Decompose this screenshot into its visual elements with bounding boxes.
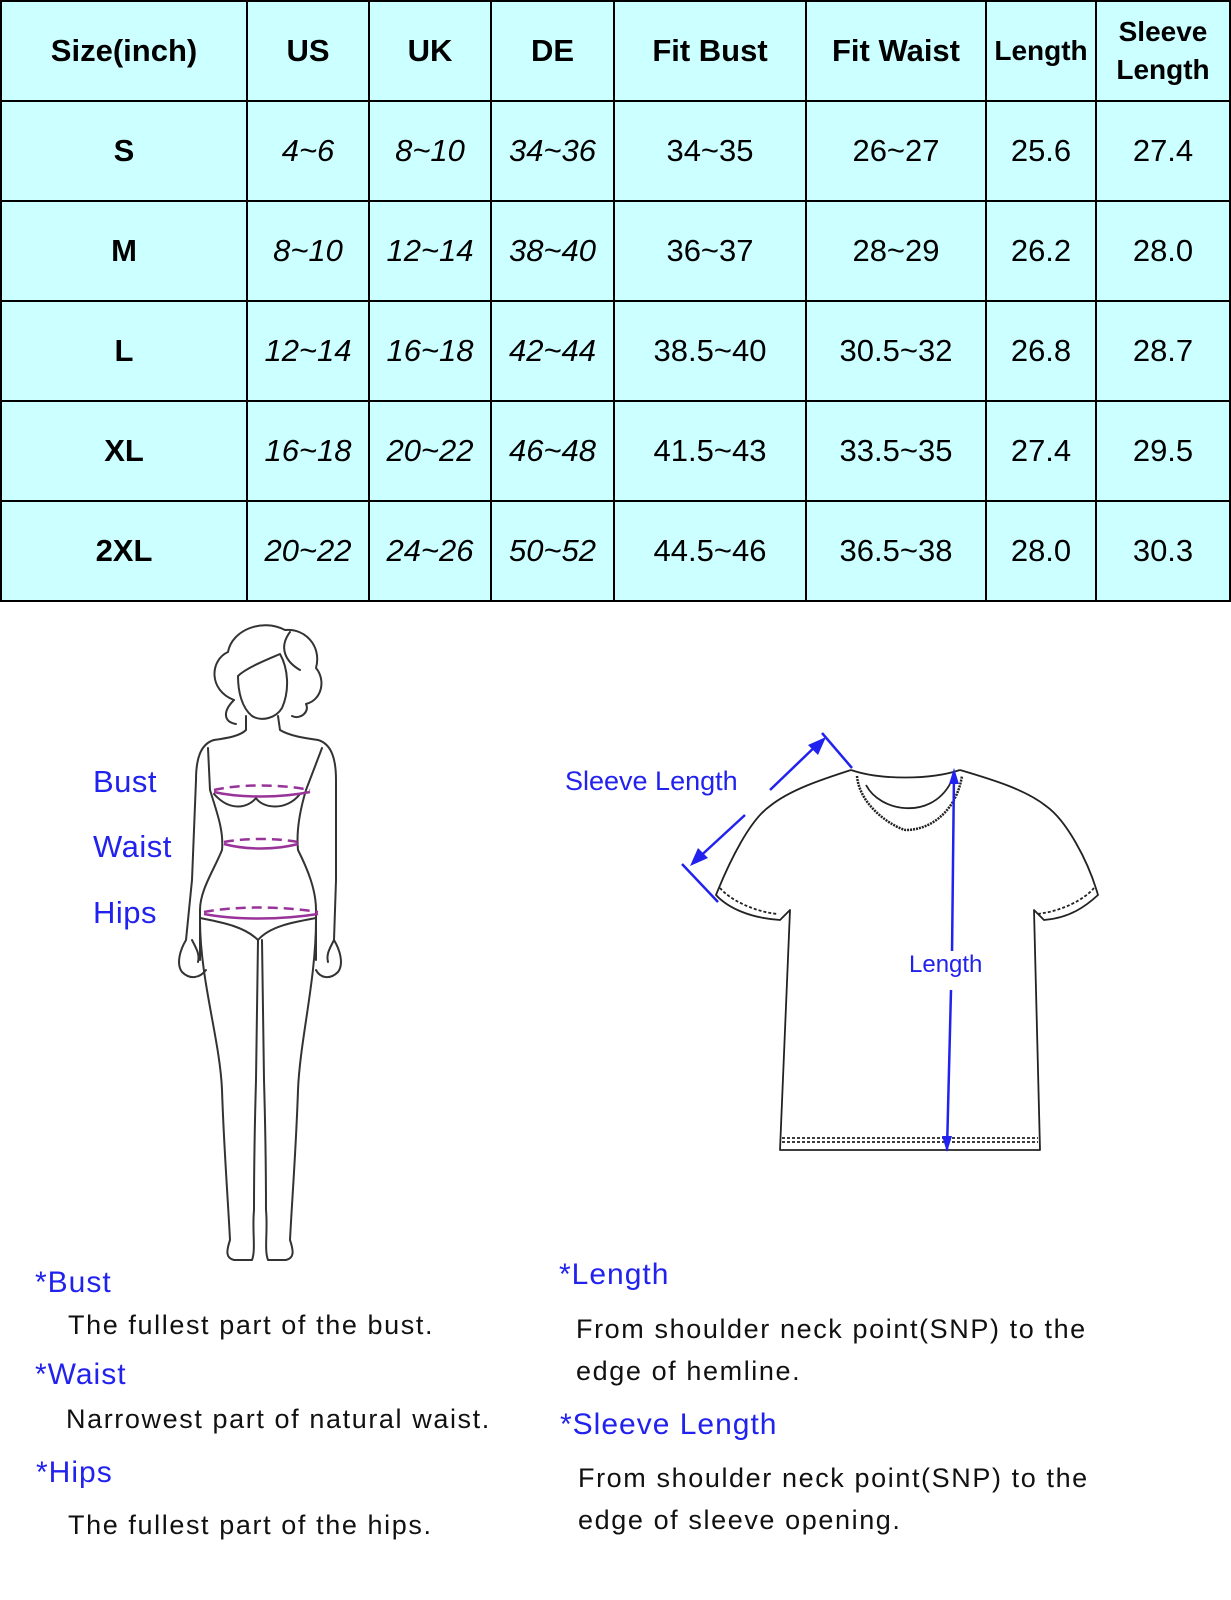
desc-sleeve-line1: From shoulder neck point(SNP) to the	[578, 1463, 1089, 1493]
desc-length-line2: edge of hemline.	[576, 1356, 802, 1386]
header-fit-waist: Fit Waist	[805, 0, 987, 102]
header-uk: UK	[368, 0, 492, 102]
desc-bust: The fullest part of the bust.	[68, 1310, 435, 1340]
table-header-row: Size(inch) US UK DE Fit Bust Fit Waist L…	[0, 0, 1231, 102]
cell-uk: 16~18	[368, 300, 492, 402]
cell-uk: 12~14	[368, 200, 492, 302]
size-chart-table: Size(inch) US UK DE Fit Bust Fit Waist L…	[0, 0, 1231, 602]
cell-length: 25.6	[985, 100, 1097, 202]
cell-fit-bust: 34~35	[613, 100, 807, 202]
cell-size: S	[0, 100, 248, 202]
desc-sleeve-length: From shoulder neck point(SNP) to the edg…	[578, 1457, 1089, 1541]
header-de: DE	[490, 0, 615, 102]
cell-sleeve-length: 28.0	[1095, 200, 1231, 302]
table-row: XL 16~18 20~22 46~48 41.5~43 33.5~35 27.…	[0, 400, 1231, 502]
cell-size: L	[0, 300, 248, 402]
header-fit-bust: Fit Bust	[613, 0, 807, 102]
waist-label: Waist	[93, 829, 172, 864]
cell-length: 26.8	[985, 300, 1097, 402]
table-row: M 8~10 12~14 38~40 36~37 28~29 26.2 28.0	[0, 200, 1231, 302]
cell-us: 8~10	[246, 200, 370, 302]
bust-label: Bust	[93, 764, 158, 799]
cell-fit-bust: 38.5~40	[613, 300, 807, 402]
cell-size: M	[0, 200, 248, 302]
cell-fit-bust: 41.5~43	[613, 400, 807, 502]
cell-fit-bust: 44.5~46	[613, 500, 807, 602]
hips-label: Hips	[93, 895, 158, 930]
table-row: S 4~6 8~10 34~36 34~35 26~27 25.6 27.4	[0, 100, 1231, 202]
table-row: L 12~14 16~18 42~44 38.5~40 30.5~32 26.8…	[0, 300, 1231, 402]
cell-us: 12~14	[246, 300, 370, 402]
cell-sleeve-length: 27.4	[1095, 100, 1231, 202]
cell-size: 2XL	[0, 500, 248, 602]
header-sleeve-line1: Sleeve	[1118, 16, 1208, 47]
cell-us: 4~6	[246, 100, 370, 202]
term-sleeve-length: *Sleeve Length	[560, 1408, 778, 1441]
cell-us: 16~18	[246, 400, 370, 502]
cell-uk: 24~26	[368, 500, 492, 602]
cell-uk: 20~22	[368, 400, 492, 502]
cell-fit-waist: 26~27	[805, 100, 987, 202]
term-hips: *Hips	[36, 1456, 113, 1489]
sleeve-length-label: Sleeve Length	[565, 766, 738, 796]
cell-length: 26.2	[985, 200, 1097, 302]
desc-waist: Narrowest part of natural waist.	[66, 1404, 491, 1434]
length-label: Length	[907, 951, 985, 979]
cell-sleeve-length: 28.7	[1095, 300, 1231, 402]
desc-length: From shoulder neck point(SNP) to the edg…	[576, 1308, 1087, 1392]
cell-de: 46~48	[490, 400, 615, 502]
cell-us: 20~22	[246, 500, 370, 602]
cell-sleeve-length: 29.5	[1095, 400, 1231, 502]
header-us: US	[246, 0, 370, 102]
cell-de: 50~52	[490, 500, 615, 602]
desc-length-line1: From shoulder neck point(SNP) to the	[576, 1314, 1087, 1344]
term-bust: *Bust	[35, 1266, 112, 1299]
cell-length: 28.0	[985, 500, 1097, 602]
cell-de: 38~40	[490, 200, 615, 302]
cell-uk: 8~10	[368, 100, 492, 202]
header-sleeve-line2: Length	[1116, 54, 1210, 85]
term-waist: *Waist	[35, 1358, 127, 1391]
table-row: 2XL 20~22 24~26 50~52 44.5~46 36.5~38 28…	[0, 500, 1231, 602]
cell-fit-waist: 33.5~35	[805, 400, 987, 502]
body-measure-lines	[203, 784, 319, 920]
cell-fit-waist: 36.5~38	[805, 500, 987, 602]
header-size: Size(inch)	[0, 0, 248, 102]
desc-sleeve-line2: edge of sleeve opening.	[578, 1505, 902, 1535]
term-length: *Length	[559, 1258, 670, 1291]
desc-hips: The fullest part of the hips.	[68, 1510, 433, 1540]
cell-fit-waist: 28~29	[805, 200, 987, 302]
cell-de: 42~44	[490, 300, 615, 402]
cell-fit-waist: 30.5~32	[805, 300, 987, 402]
cell-fit-bust: 36~37	[613, 200, 807, 302]
tshirt-measure-arrows	[681, 732, 959, 1152]
cell-sleeve-length: 30.3	[1095, 500, 1231, 602]
cell-length: 27.4	[985, 400, 1097, 502]
cell-size: XL	[0, 400, 248, 502]
cell-de: 34~36	[490, 100, 615, 202]
header-length: Length	[985, 0, 1097, 102]
